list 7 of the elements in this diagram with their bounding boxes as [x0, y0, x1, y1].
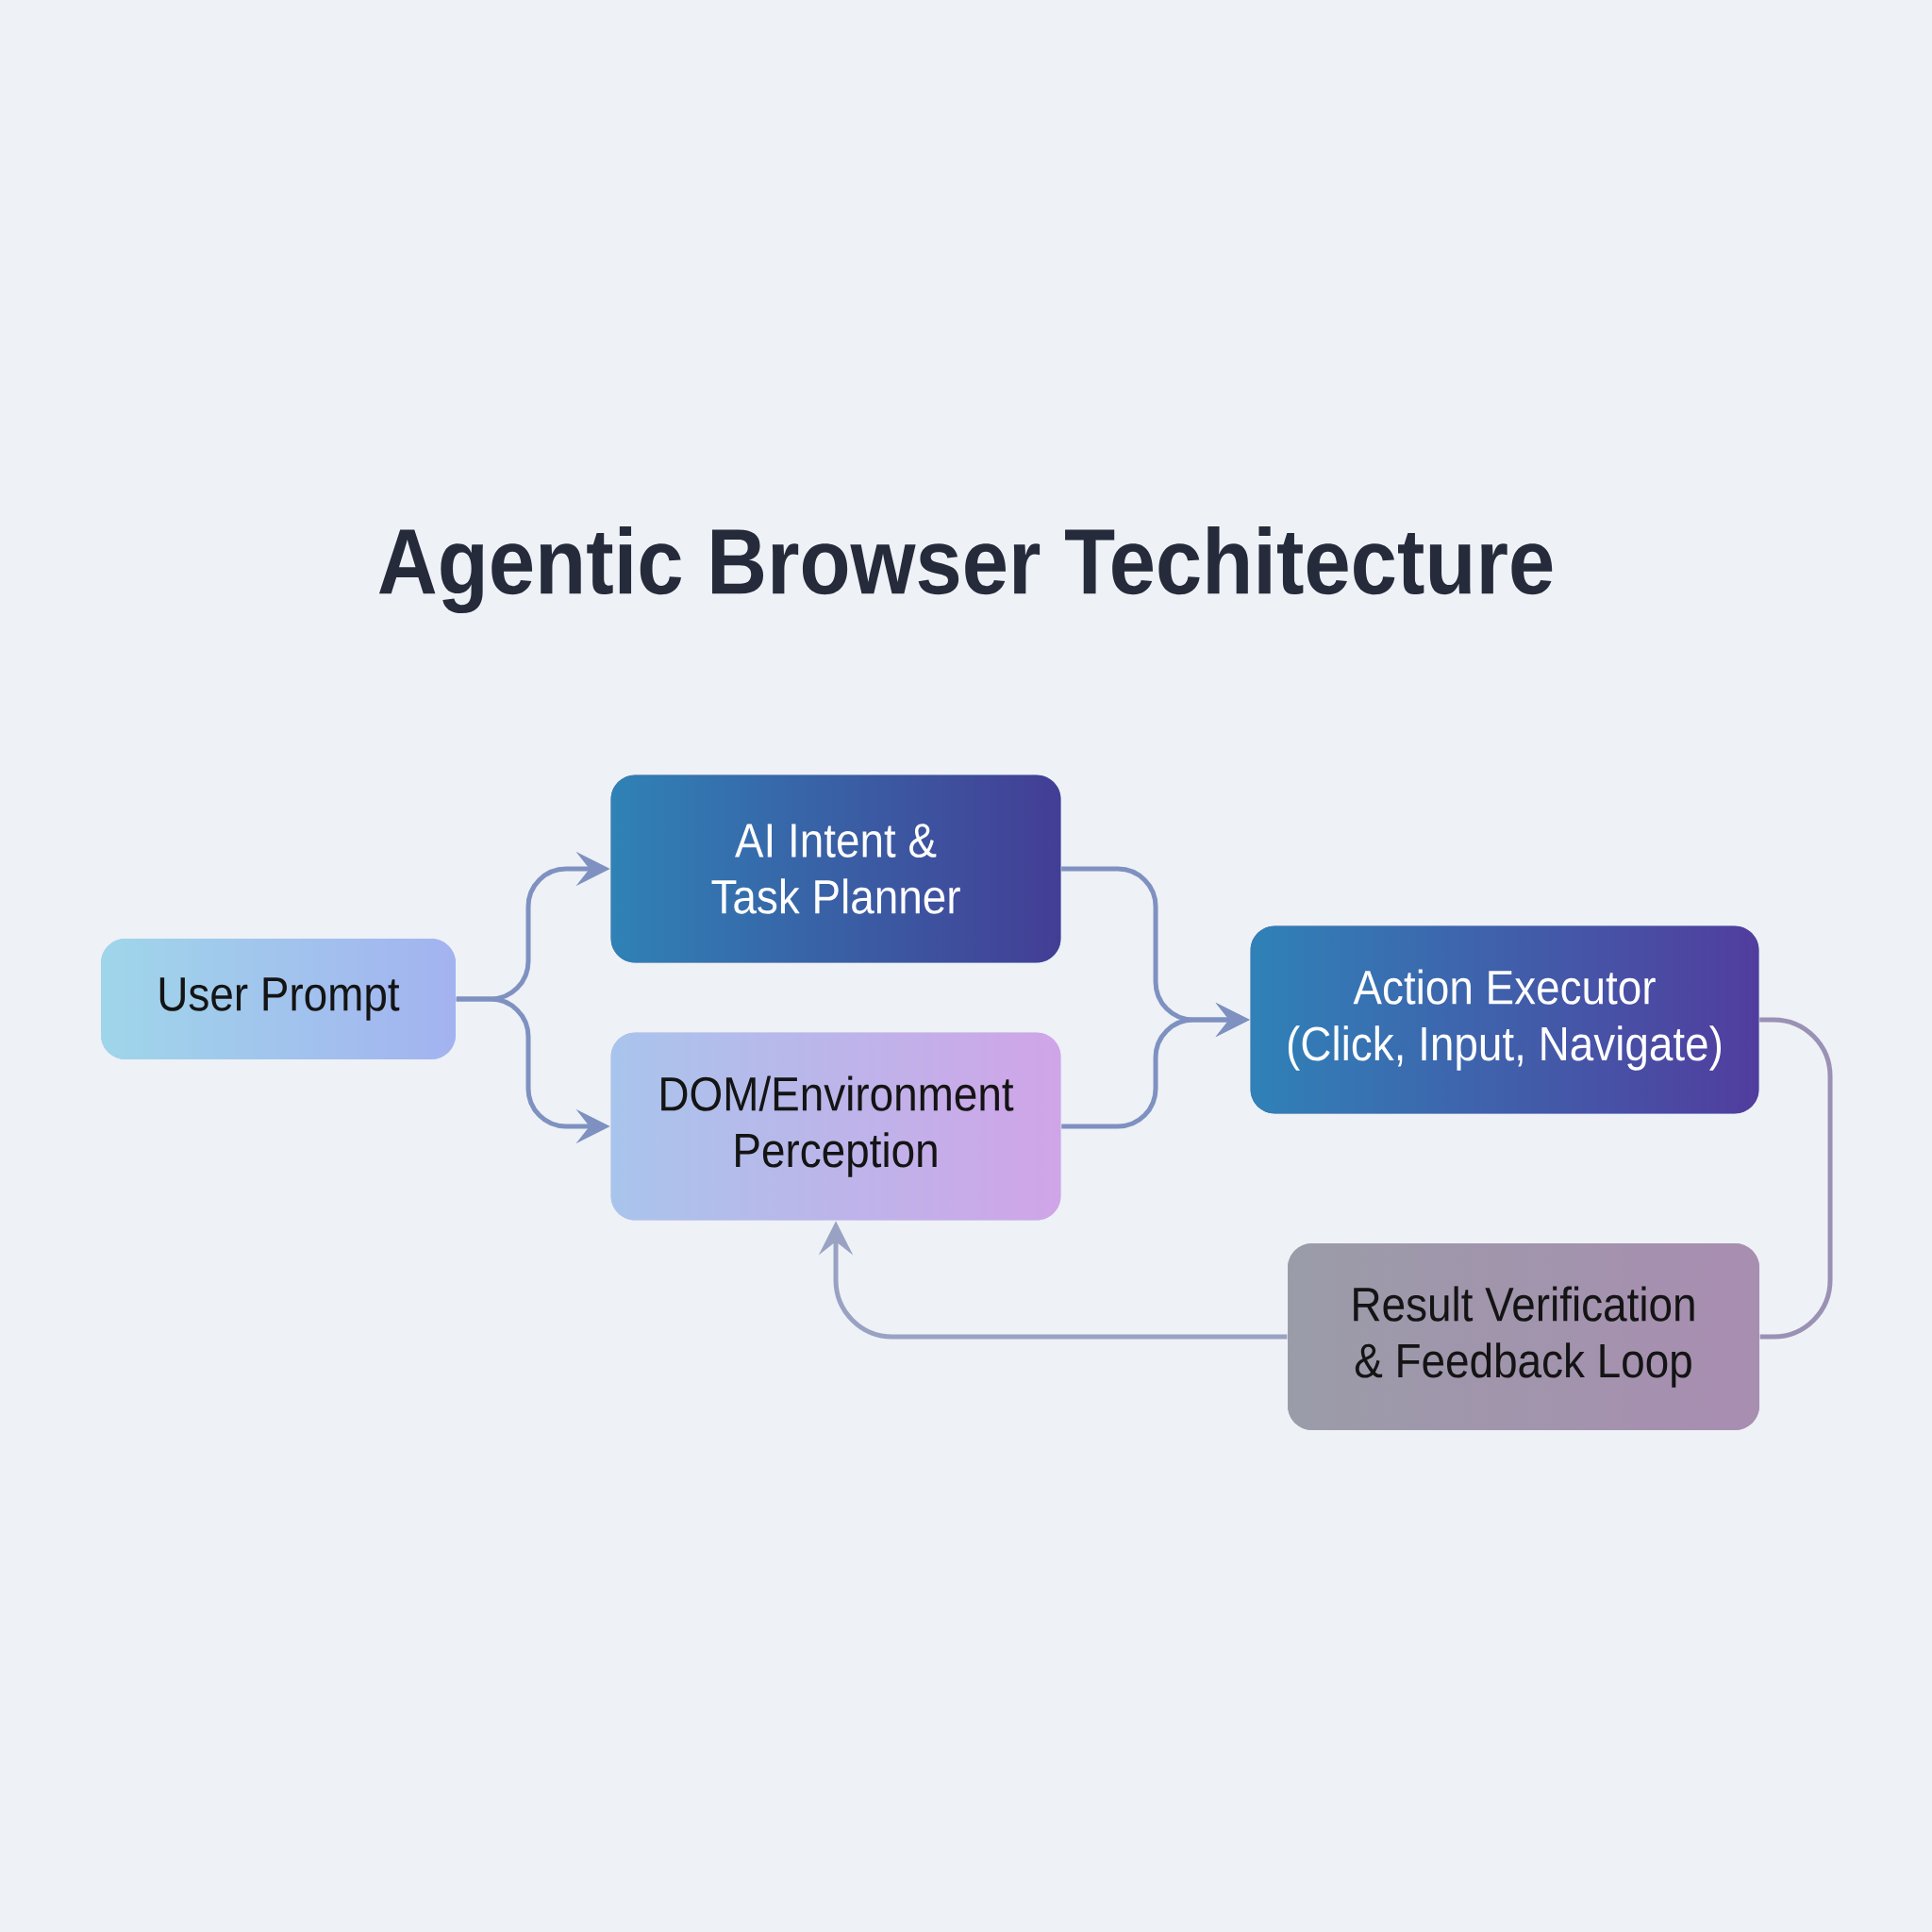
process-box: Result Verification & Feedback Loop [1288, 1243, 1759, 1430]
process-box: DOM/Environment Perception [610, 1032, 1061, 1221]
process-box: AI Intent & Task Planner [610, 774, 1061, 963]
title: Agentic Browser Techitecture [379, 525, 1553, 614]
process-box: Action Executor (Click, Input, Navigate) [1250, 925, 1759, 1114]
connector-line [1759, 1017, 1833, 1340]
process-box: User Prompt [101, 939, 456, 1059]
